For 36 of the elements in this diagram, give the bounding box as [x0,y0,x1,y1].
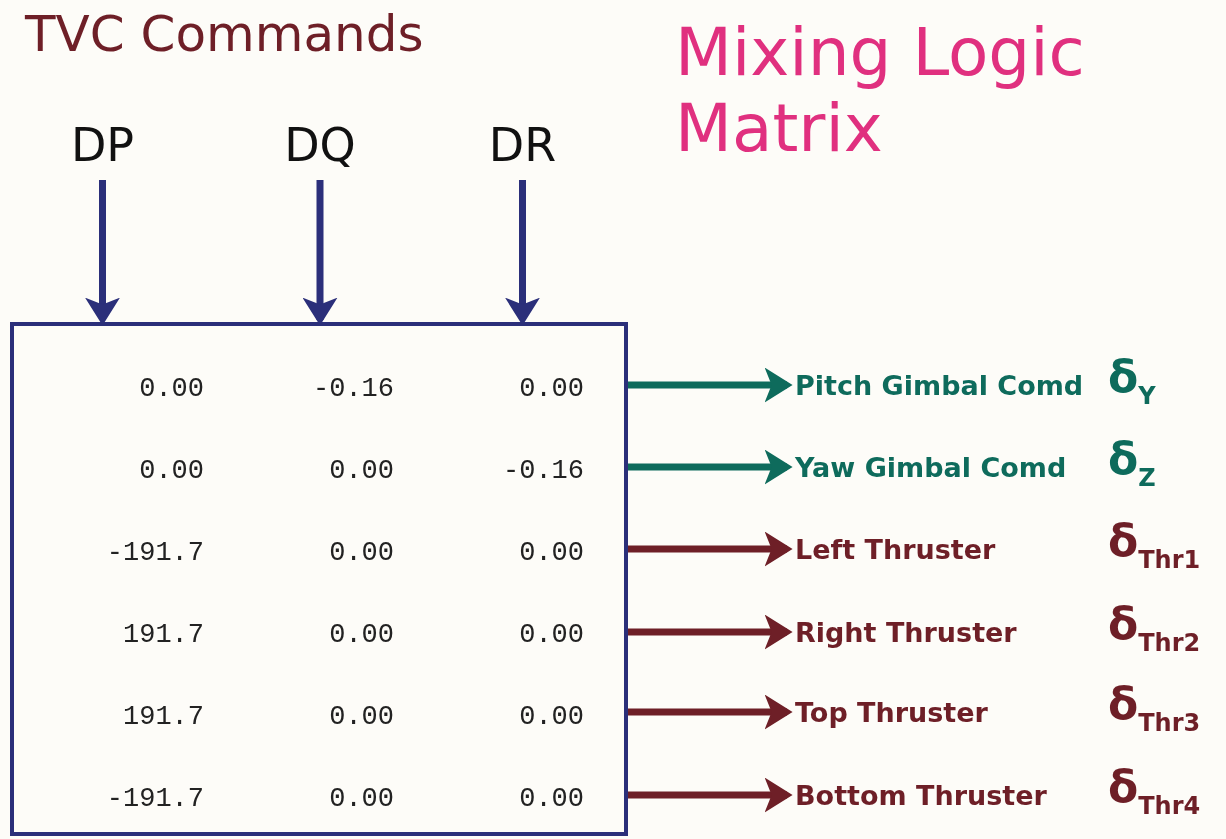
matrix-value: 0.00 [328,702,394,732]
heading-label: TVC Commands [25,5,424,63]
matrix-value: -191.7 [105,538,204,568]
symbol-label: δ$_{Thr3}$ [1108,682,1201,735]
matrix-value: 191.7 [122,620,204,650]
matrix-value: 0.00 [518,784,584,814]
matrix-value: 0.00 [138,456,204,486]
symbol-label: δ$_{Thr4}$ [1108,765,1201,818]
output-label: Top Thruster [795,696,988,728]
output-label: Right Thruster [795,616,1017,648]
symbol-label: δ$_{Thr2}$ [1108,602,1201,655]
symbol-label: δ$_{Z}$ [1108,437,1156,490]
matrix-value: 0.00 [518,702,584,732]
diagram-title: Mixing Logic Matrix [675,15,1086,167]
command-label: DR [470,110,575,180]
matrix-value: -0.16 [502,456,584,486]
matrix-value: 0.00 [328,784,394,814]
matrix-value: 0.00 [518,620,584,650]
matrix-box [10,322,628,836]
command-label: DP [55,110,150,180]
matrix-value: 0.00 [518,374,584,404]
symbol-label: δ$_{Y}$ [1108,355,1156,408]
matrix-value: -0.16 [312,374,394,404]
matrix-value: 0.00 [328,620,394,650]
matrix-value: 0.00 [518,538,584,568]
symbol-label: δ$_{Thr1}$ [1108,519,1201,572]
matrix-value: 0.00 [328,538,394,568]
command-label: DQ [265,110,375,180]
output-label: Left Thruster [795,533,996,565]
matrix-value: 191.7 [122,702,204,732]
output-label: Bottom Thruster [795,779,1047,811]
matrix-value: 0.00 [328,456,394,486]
matrix-value: -191.7 [105,784,204,814]
matrix-value: 0.00 [138,374,204,404]
output-label: Pitch Gimbal Comd [795,369,1084,401]
output-label: Yaw Gimbal Comd [795,451,1067,483]
